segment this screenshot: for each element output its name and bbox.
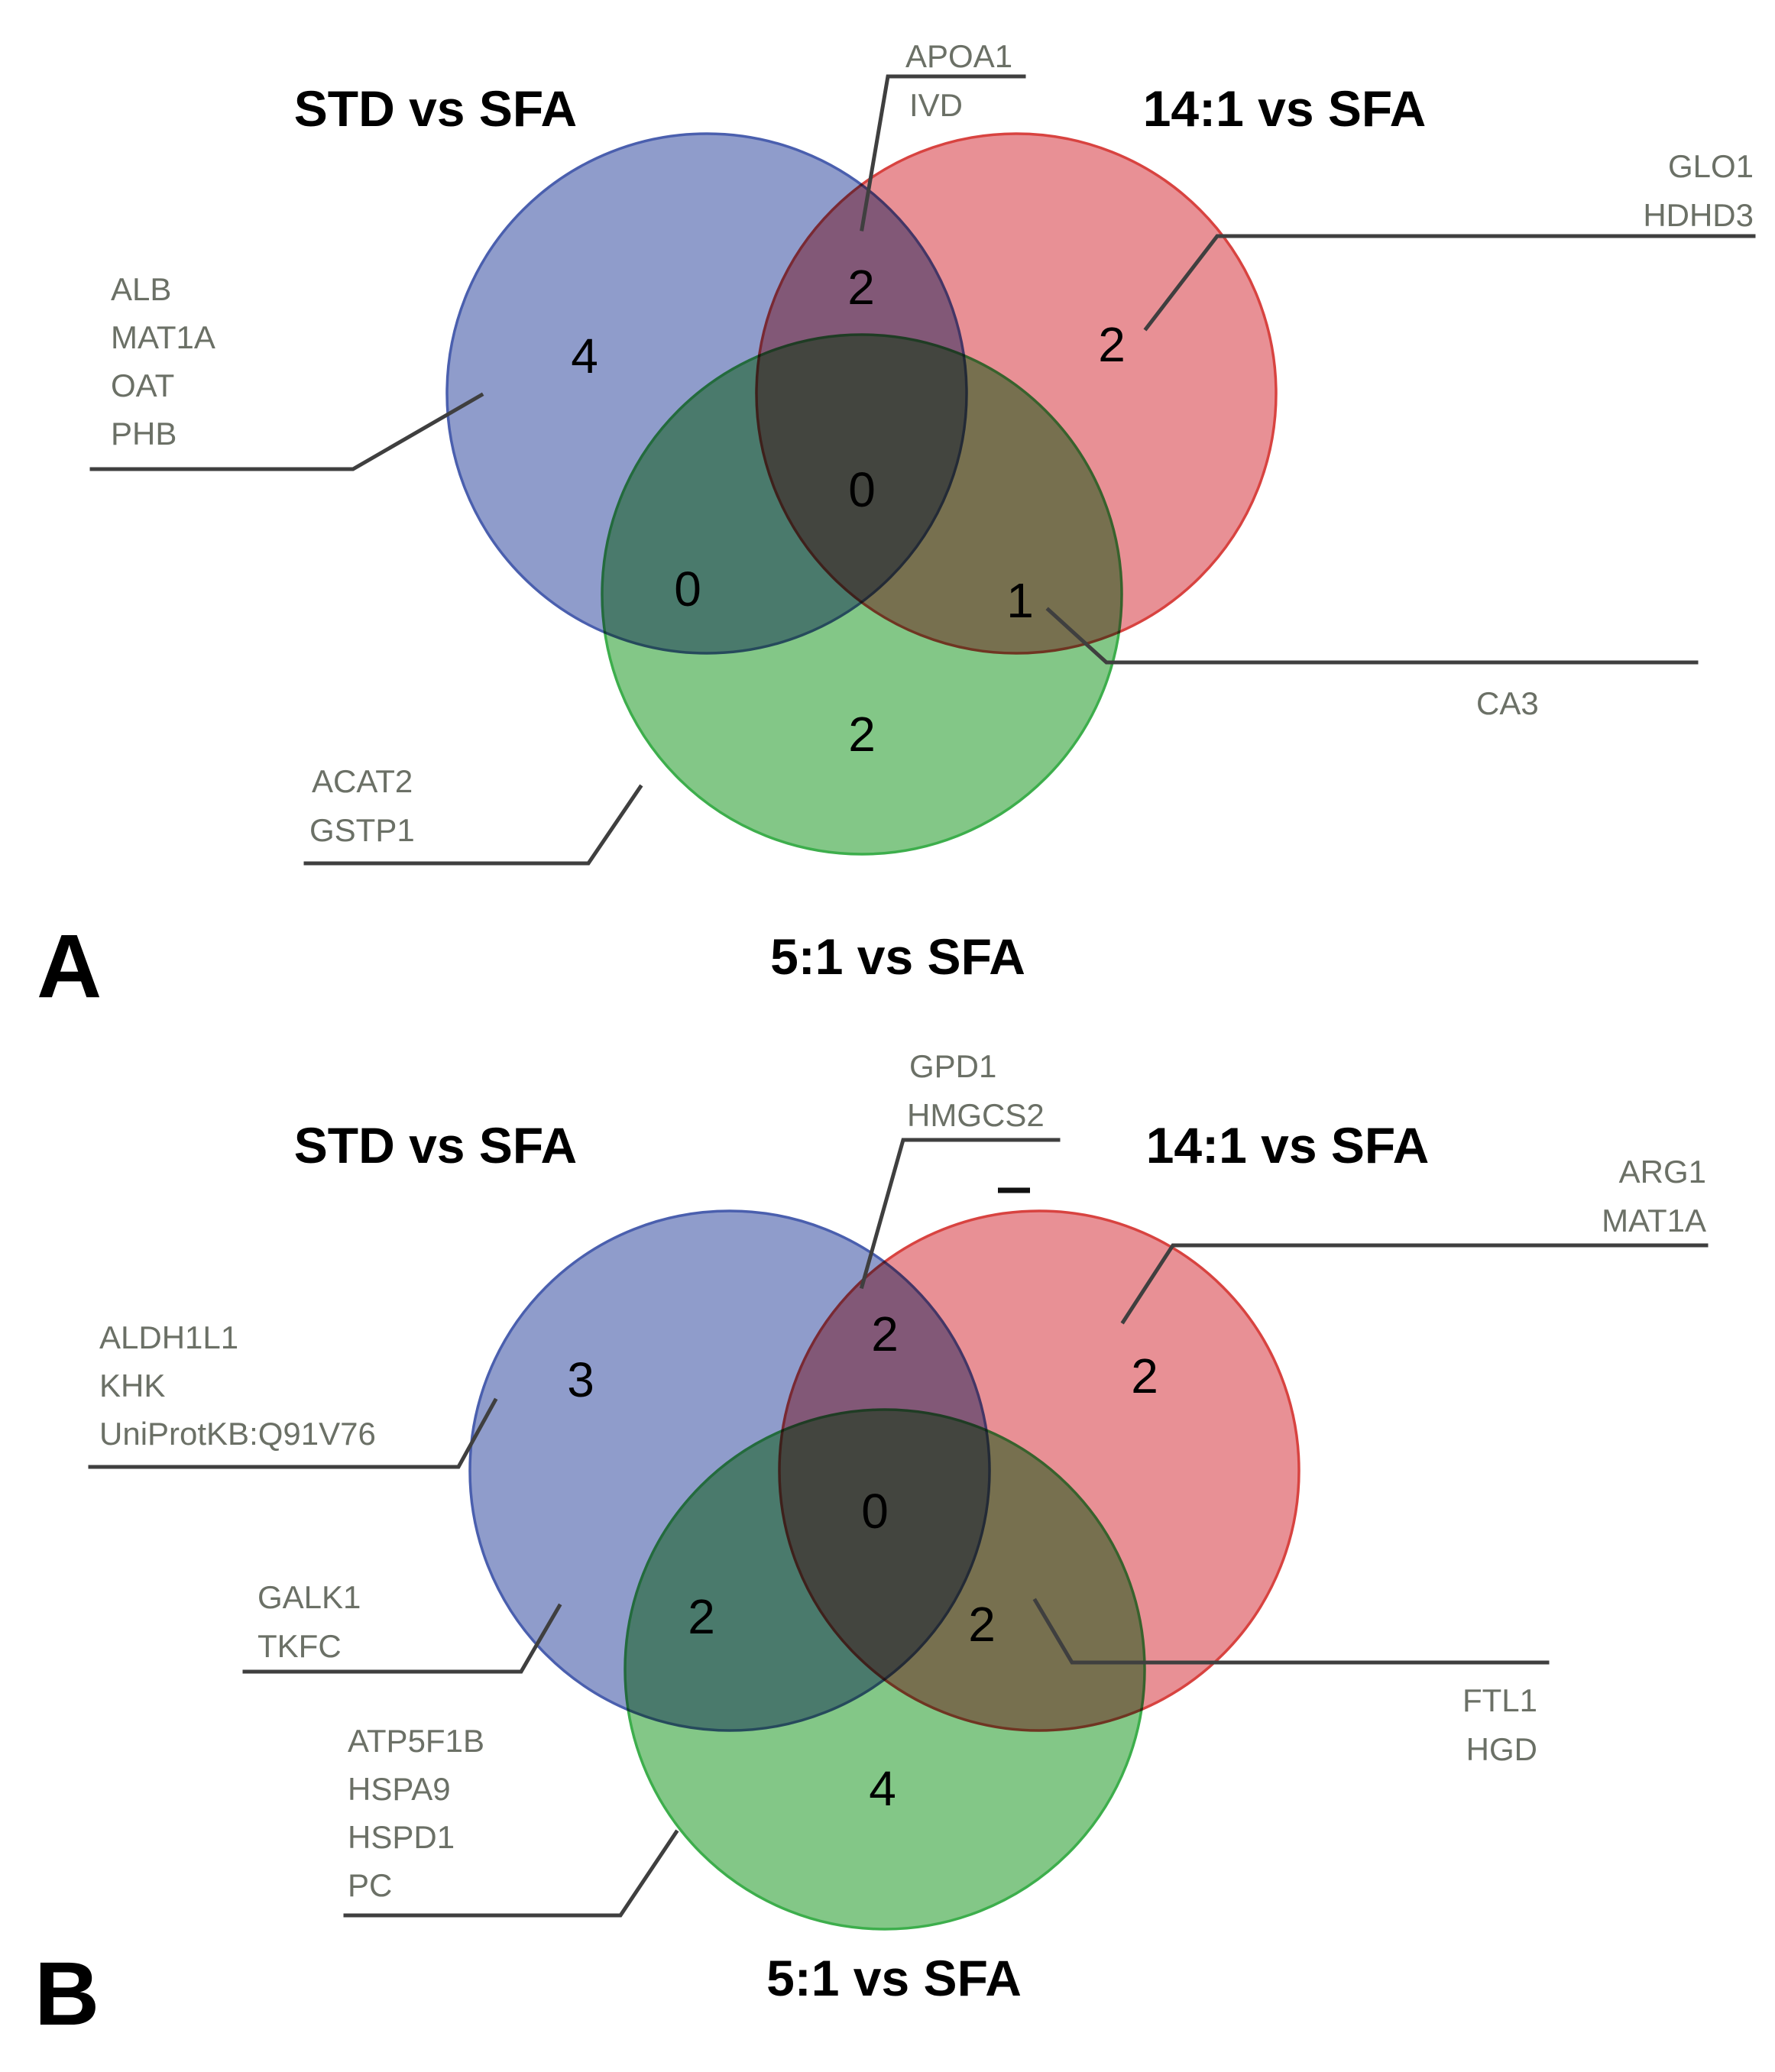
gene-label: HSPD1	[348, 1819, 455, 1855]
gene-label: GSTP1	[309, 812, 415, 848]
gene-label: GLO1	[1668, 148, 1754, 184]
panel-a: STD vs SFA 14:1 vs SFA 5:1 vs SFA A 4 2 …	[37, 38, 1756, 1017]
count-std-141-a: 2	[847, 260, 875, 315]
leader-std-51-b	[242, 1603, 562, 1674]
gene-label: HSPA9	[348, 1771, 451, 1807]
panel-a-circles	[445, 132, 1278, 856]
set-title-141-b: 14:1 vs SFA	[1146, 1117, 1430, 1174]
gene-label: OAT	[111, 367, 174, 403]
gene-label: GPD1	[909, 1048, 996, 1084]
panel-letter-b: B	[34, 1944, 99, 2044]
gene-label: HGD	[1466, 1731, 1537, 1767]
gene-label: ALDH1L1	[99, 1319, 238, 1355]
count-center-a: 0	[848, 462, 876, 517]
count-141-51-b: 2	[968, 1597, 996, 1652]
count-141-51-a: 1	[1006, 573, 1034, 628]
leader-141-51-b	[1032, 1598, 1550, 1665]
count-std-51-b: 2	[688, 1589, 715, 1644]
leader-141-only-b	[1120, 1243, 1709, 1325]
venn-circle-51-a	[601, 333, 1123, 856]
gene-label: UniProtKB:Q91V76	[99, 1416, 376, 1452]
count-51-only-a: 2	[848, 707, 876, 762]
gene-label: PC	[348, 1867, 392, 1903]
gene-label: ACAT2	[312, 763, 413, 799]
leader-51-only-a	[303, 784, 643, 866]
count-std-51-a: 0	[674, 562, 701, 617]
count-std-only-b: 3	[567, 1352, 594, 1407]
set-title-51-b: 5:1 vs SFA	[766, 1950, 1022, 2006]
count-std-141-b: 2	[871, 1306, 899, 1361]
count-141-only-a: 2	[1098, 317, 1126, 372]
gene-label: HDHD3	[1643, 197, 1754, 233]
gene-label: TKFC	[258, 1628, 342, 1664]
gene-list-std-only-b: ALDH1L1 KHK UniProtKB:Q91V76	[99, 1319, 376, 1452]
leader-141-only-a	[1143, 234, 1756, 332]
gene-list-std-51-b: GALK1 TKFC	[258, 1579, 361, 1664]
set-title-std-b: STD vs SFA	[294, 1117, 577, 1174]
set-title-51-a: 5:1 vs SFA	[770, 928, 1025, 985]
gene-label: MAT1A	[111, 319, 215, 355]
gene-label: ARG1	[1619, 1154, 1706, 1190]
set-title-std-a: STD vs SFA	[294, 80, 577, 137]
gene-list-141-51-b: FTL1 HGD	[1462, 1682, 1537, 1767]
panel-b-circles	[468, 1209, 1300, 1931]
gene-label: HMGCS2	[907, 1097, 1045, 1133]
gene-list-51-only-b: ATP5F1B HSPA9 HSPD1 PC	[348, 1723, 484, 1903]
leader-std-only-b	[88, 1397, 498, 1469]
gene-list-std-141-a: APOA1 IVD	[905, 38, 1012, 123]
count-51-only-b: 4	[869, 1761, 896, 1816]
leader-std-141-a	[860, 74, 1026, 231]
gene-list-141-only-b: ARG1 MAT1A	[1602, 1154, 1706, 1238]
gene-list-141-51-a: CA3	[1476, 685, 1539, 721]
gene-label: IVD	[909, 87, 963, 123]
gene-label: MAT1A	[1602, 1203, 1706, 1238]
gene-label: GALK1	[258, 1579, 361, 1615]
leader-51-only-b	[343, 1829, 679, 1918]
gene-label: CA3	[1476, 685, 1539, 721]
gene-list-std-only-a: ALB MAT1A OAT PHB	[111, 271, 215, 452]
count-141-only-b: 2	[1131, 1348, 1158, 1403]
count-center-b: 0	[861, 1484, 889, 1539]
gene-label: FTL1	[1462, 1682, 1537, 1718]
leader-std-only-a	[89, 392, 484, 471]
gene-label: ATP5F1B	[348, 1723, 484, 1759]
leader-141-51-a	[1045, 607, 1699, 665]
gene-list-141-only-a: GLO1 HDHD3	[1643, 148, 1754, 233]
gene-label: APOA1	[905, 38, 1012, 74]
count-std-only-a: 4	[571, 329, 598, 384]
panel-letter-a: A	[37, 916, 102, 1017]
panel-b: STD vs SFA 14:1 vs SFA 5:1 vs SFA B 3 2 …	[34, 1048, 1709, 2044]
gene-list-std-141-b: GPD1 HMGCS2	[907, 1048, 1045, 1133]
gene-label: PHB	[111, 416, 177, 452]
gene-label: ALB	[111, 271, 171, 307]
set-title-141-a: 14:1 vs SFA	[1143, 80, 1427, 137]
venn-circle-51-b	[624, 1408, 1146, 1931]
gene-label: KHK	[99, 1368, 165, 1403]
gene-list-51-only-a: ACAT2 GSTP1	[309, 763, 415, 848]
leader-std-141-b	[859, 1138, 1061, 1290]
